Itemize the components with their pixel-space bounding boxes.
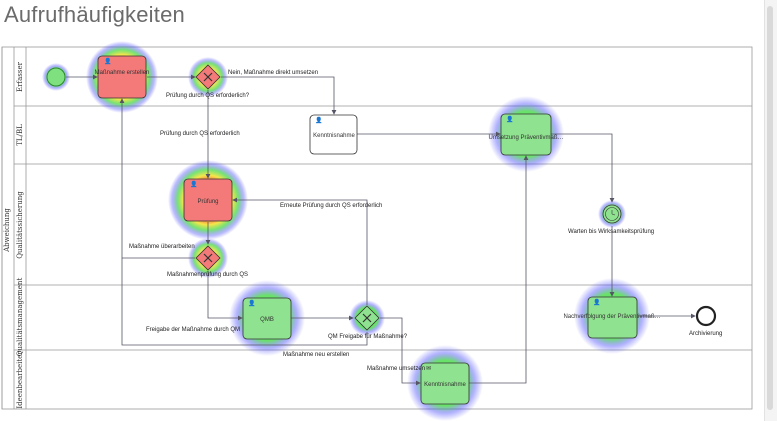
user-task-icon: 👤 [506,115,513,123]
page-title: Aufrufhäufigkeiten [4,2,185,27]
end-event[interactable] [695,305,717,327]
flow-label: Nein, Maßnahme direkt umsetzen [228,70,318,76]
task-umsetzung[interactable]: 👤 Umsetzung Präventivmaß… [488,113,564,156]
flow-label: Freigabe der Maßnahme durch QM [146,327,240,333]
start-event[interactable] [46,67,66,87]
task-label: Kenntnisnahme [313,133,355,139]
flow-label: Maßnahme überarbeiten [129,244,195,250]
event-label: Warten bis Wirksamkeitsprüfung [568,229,654,235]
lane-label-erfasser: Erfasser [16,61,24,92]
user-task-icon: 👤 [248,299,255,307]
gateway-qm-freigabe[interactable] [354,305,380,331]
x-icon [203,72,213,82]
x-icon [362,313,372,323]
task-massnahme-erstellen[interactable]: 👤 Maßnahme erstellen [95,55,150,99]
flow-label: Maßnahme umsetzen [367,366,425,372]
task-label: Maßnahme erstellen [95,70,150,76]
x-icon [203,253,213,263]
user-task-icon: 👤 [315,116,322,124]
flow-label: Maßnahme neu erstellen [283,352,349,358]
flow-label: Maßnahmenprüfung durch QS [167,272,248,278]
task-nachverfolgung[interactable]: 👤 Nachverfolgung der Präventivmaß… [563,296,661,339]
svg-text:Maßnahme erstellen: Maßnahme erstellen [95,70,150,76]
task-label: Prüfung [197,199,218,205]
gateway-massnahmenpruefung[interactable] [195,245,221,271]
flow-label: Erneute Prüfung durch QS erforderlich [280,203,382,209]
sequence-flows [66,74,696,386]
scrollbar-thumb[interactable] [767,6,773,410]
task-label: Umsetzung Präventivmaß… [488,135,563,141]
gateway-pruefung-qs[interactable] [195,64,221,90]
user-task-icon: 👤 [593,298,600,306]
mail-task-icon: ✉ [426,366,431,372]
clock-icon [611,210,616,216]
lane-label-ideenbearbeiter: Ideenbearbeiter [16,351,24,409]
lane-label-qualitaetsmanagement: Qualitätsmanagement [16,278,24,357]
event-label: Archivierung [689,331,722,337]
lane-label-qualitaetssicherung: Qualitätssicherung [16,191,24,259]
user-task-icon: 👤 [104,57,111,65]
task-label: Kenntnisnahme [424,382,466,388]
task-label: QMB [260,317,274,323]
flow-label: Prüfung durch QS erforderlich? [166,93,250,99]
pool-label: Abweichung [3,208,11,253]
user-task-icon: 👤 [190,180,197,188]
lane-label-tl-bl: TL/BL [16,124,24,146]
task-pruefung[interactable]: 👤 Prüfung [183,178,233,222]
flow-label: QM Freigabe für Maßnahme? [328,334,408,340]
task-kenntnisnahme-tl[interactable]: 👤 Kenntnisnahme [309,114,358,155]
task-label: Nachverfolgung der Präventivmaß… [563,314,660,320]
flow-label: Prüfung durch QS erforderlich [160,131,240,137]
timer-event[interactable] [602,204,622,224]
task-qmb[interactable]: 👤 QMB [242,297,292,340]
task-kenntnisnahme-ideen[interactable]: ✉ Kenntnisnahme [420,362,470,405]
